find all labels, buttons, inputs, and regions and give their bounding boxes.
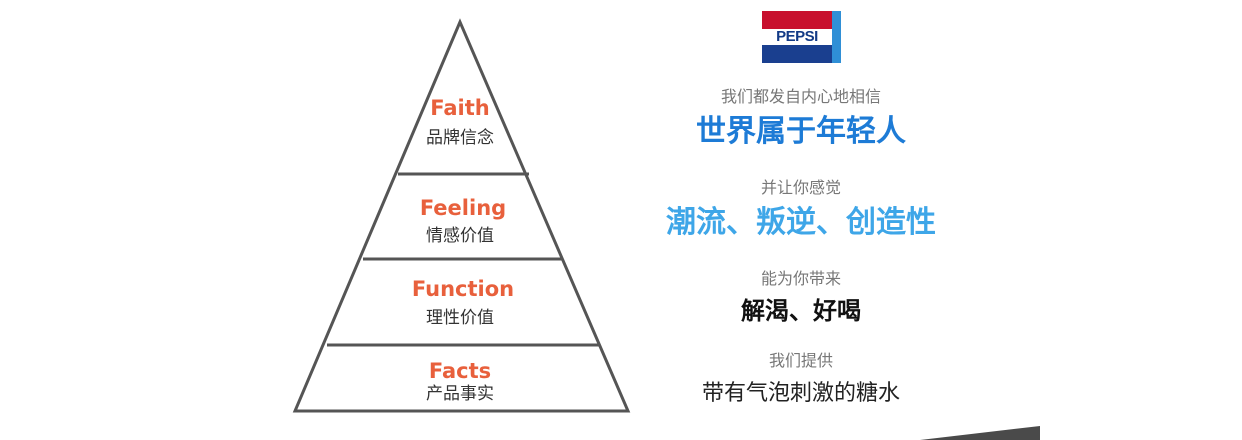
pepsi-logo: PEPSI (762, 11, 841, 63)
tier-feeling-subtitle: 情感价值 (426, 226, 494, 246)
message-4-lead: 我们提供 (768, 351, 833, 370)
tier-function-title: Function (411, 277, 515, 301)
logo-wordmark: PEPSI (776, 28, 818, 45)
tier-feeling-title: Feeling (419, 196, 507, 220)
pyramid-outline (292, 18, 631, 413)
message-2-main: 潮流、叛逆、创造性 (666, 205, 936, 240)
message-2-lead: 并让你感觉 (760, 178, 841, 197)
corner-wedge (920, 426, 1040, 440)
logo-accent-bar (832, 11, 841, 63)
tier-facts-title: Facts (428, 359, 492, 383)
logo-blue-band (762, 45, 832, 63)
tier-faith-title: Faith (430, 96, 490, 120)
message-1-main: 世界属于年轻人 (696, 114, 906, 149)
message-3-main: 解渴、好喝 (741, 297, 861, 325)
message-3-lead: 能为你带来 (760, 269, 841, 288)
tier-faith-subtitle: 品牌信念 (426, 128, 494, 148)
tier-function-subtitle: 理性价值 (426, 308, 494, 328)
tier-facts-subtitle: 产品事实 (426, 384, 494, 404)
logo-red-band (762, 11, 832, 29)
message-1-lead: 我们都发自内心地相信 (720, 87, 881, 106)
message-4-main: 带有气泡刺激的糖水 (701, 381, 900, 406)
